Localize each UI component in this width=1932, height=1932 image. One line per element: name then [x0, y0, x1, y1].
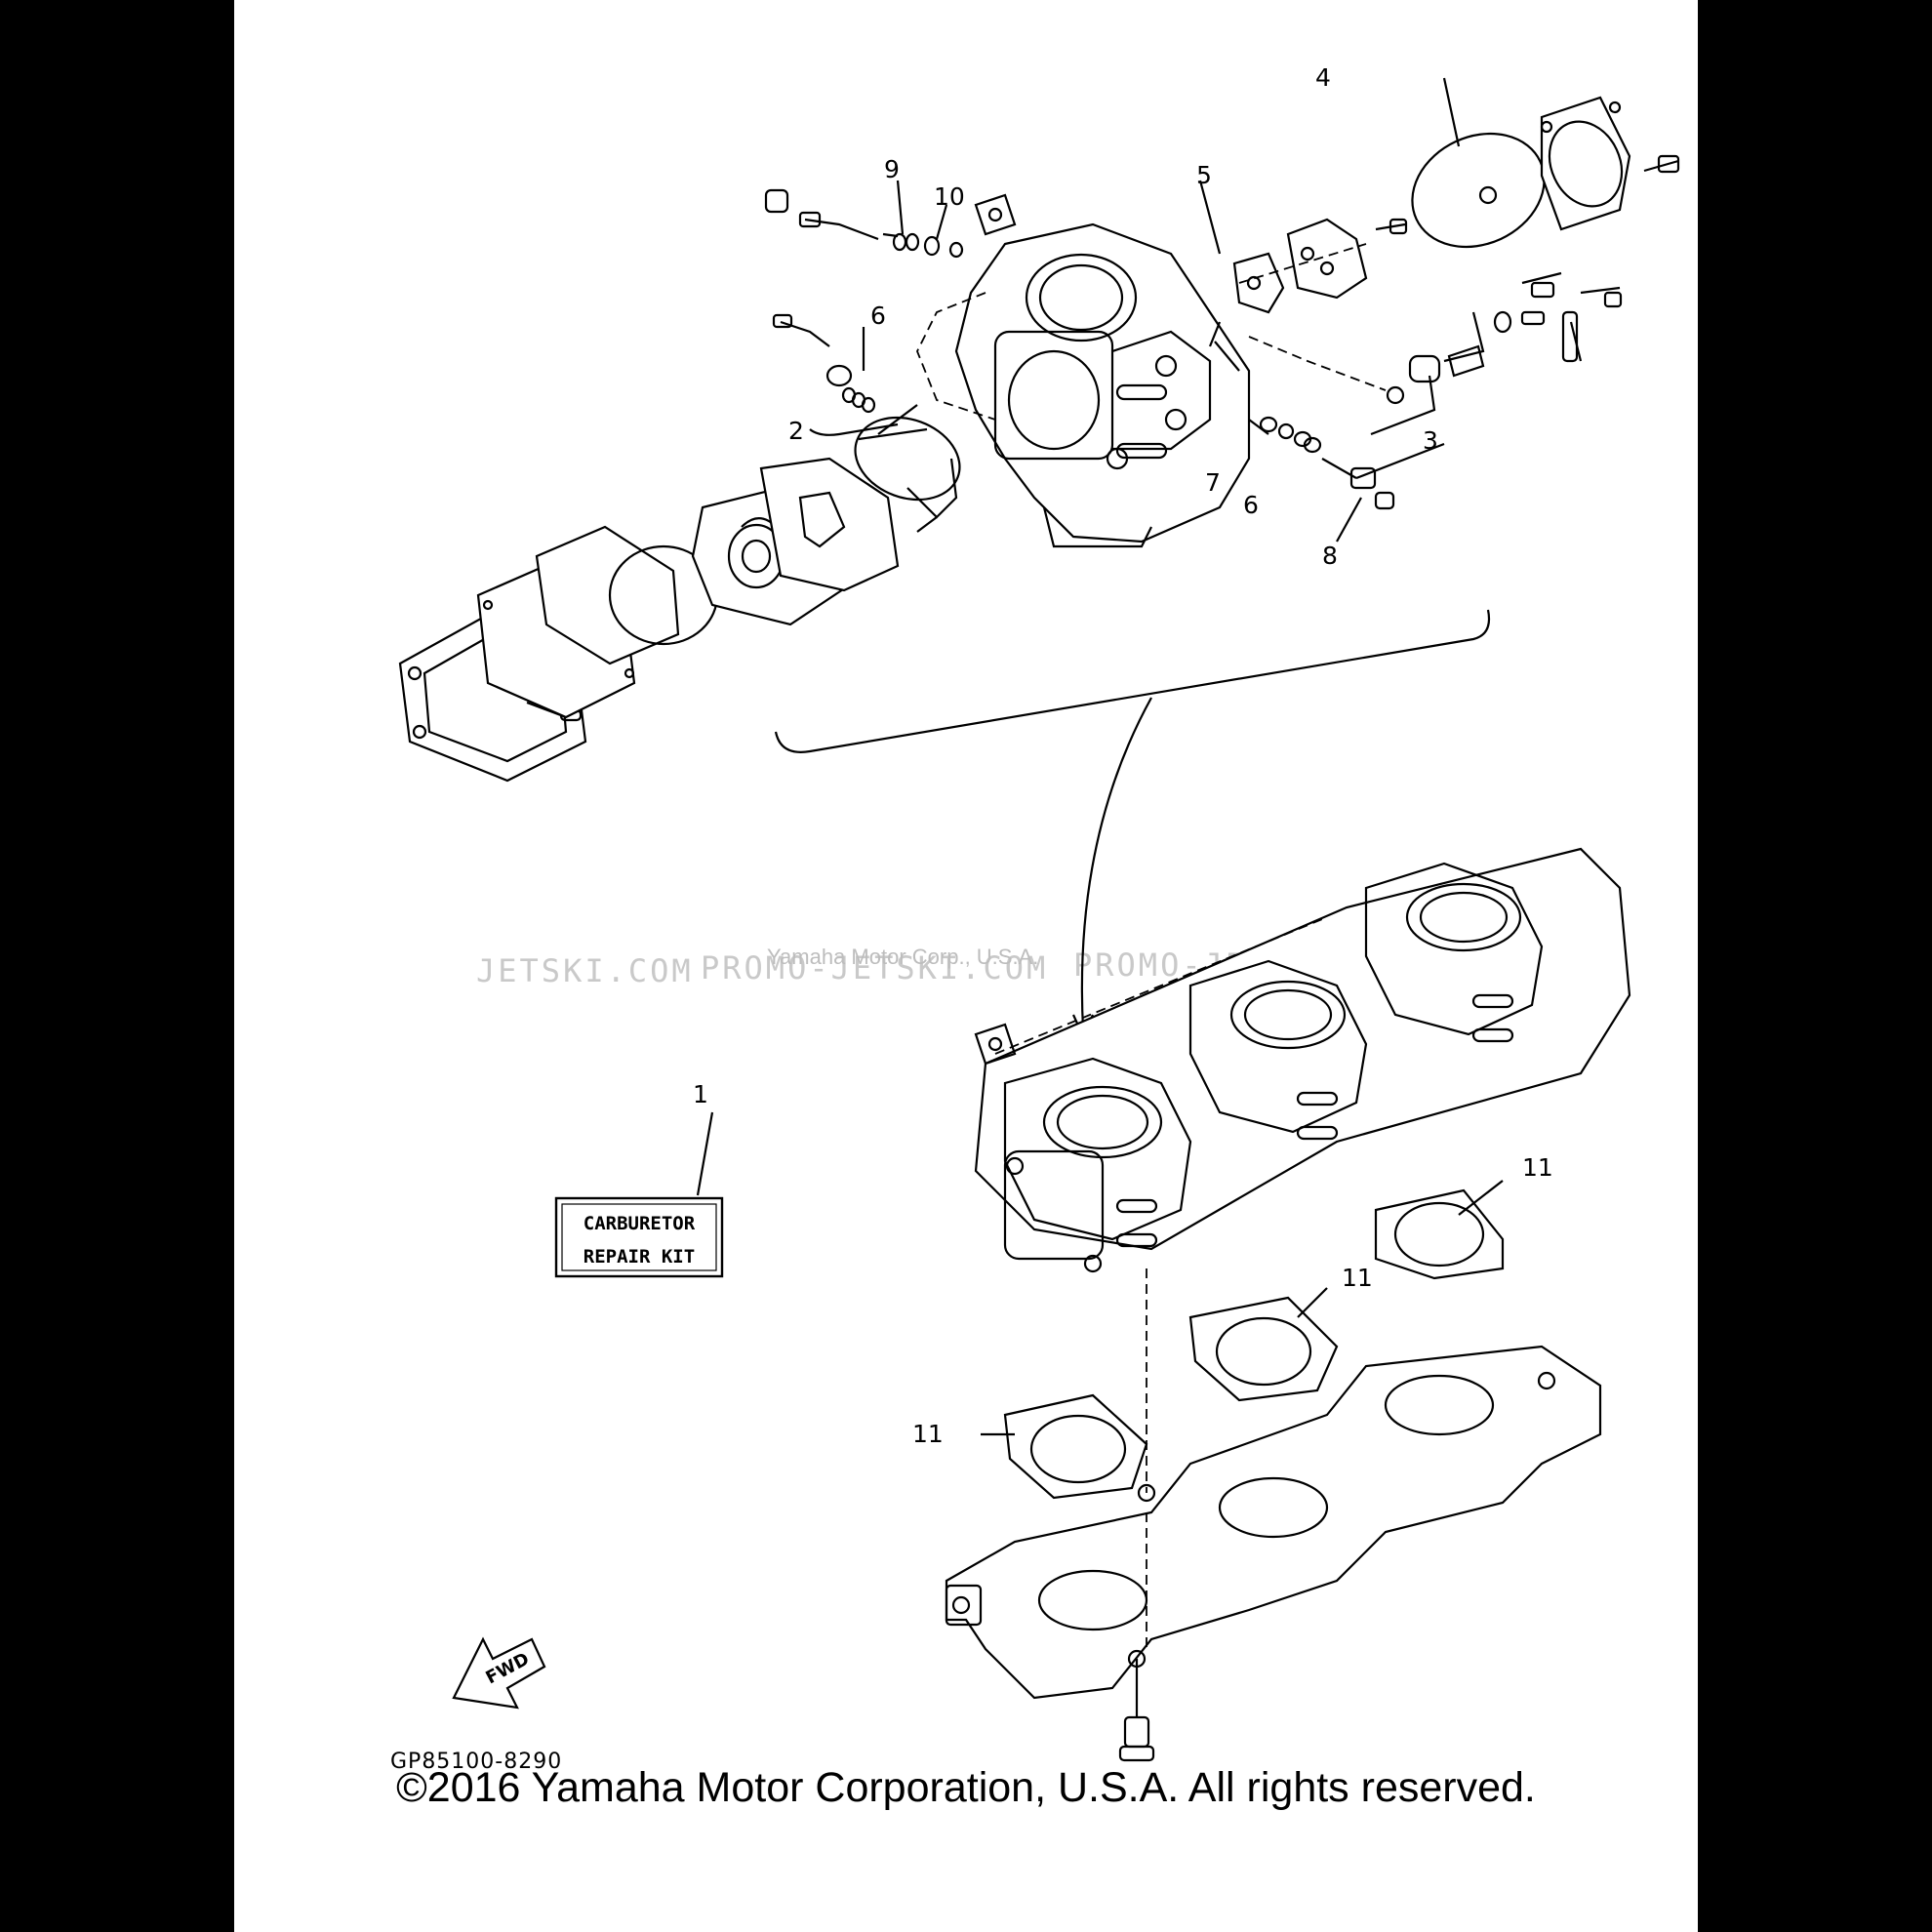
carburetor-body: [916, 193, 1251, 548]
callout-5: 5: [1196, 161, 1212, 189]
callout-6-lower: 6: [1243, 491, 1259, 519]
callout-11-left: 11: [912, 1420, 944, 1448]
part-11-gaskets: [1003, 1188, 1505, 1500]
repair-kit-label: CARBURETOR REPAIR KIT: [554, 1196, 724, 1278]
intake-manifold: [945, 1268, 1602, 1762]
callout-2: 2: [788, 417, 804, 445]
callout-3: 3: [1423, 426, 1438, 455]
exploded-parts-diagram: JETSKI.COM PROMO-JETSKI.COM PROMO-JETSKI…: [390, 63, 1680, 1774]
copyright-notice: ©2016 Yamaha Motor Corporation, U.S.A. A…: [396, 1764, 1536, 1811]
carb-unit-1: [1003, 1057, 1192, 1273]
callout-8: 8: [1322, 542, 1338, 570]
callout-11-middle: 11: [1342, 1264, 1373, 1292]
callout-1: 1: [693, 1080, 708, 1108]
repair-kit-line2: REPAIR KIT: [584, 1246, 695, 1268]
callout-4: 4: [1315, 63, 1331, 92]
carburetor-assembly-bank: [974, 847, 1631, 1273]
watermark-center: PROMO-JETSKI.COM: [701, 949, 1048, 986]
callout-6-upper: 6: [870, 302, 886, 330]
left-adjust-screws: [764, 188, 964, 435]
watermark-left: JETSKI.COM: [476, 952, 694, 989]
diagram-sheet: JETSKI.COM PROMO-JETSKI.COM PROMO-JETSKI…: [234, 0, 1698, 1932]
part-2-diaphragm: [854, 416, 961, 533]
pump-cover-stack: [398, 457, 900, 783]
leader-lines: [696, 77, 1504, 1436]
carb-unit-3: [1364, 862, 1544, 1043]
callout-9: 9: [884, 155, 900, 183]
carb-unit-2: [1188, 959, 1368, 1141]
right-side-parts: [1232, 96, 1680, 510]
repair-kit-line1: CARBURETOR: [584, 1213, 696, 1234]
callout-10: 10: [934, 182, 965, 211]
diagram-code: GP85100-8290: [390, 1750, 562, 1774]
fwd-arrow: FWD: [452, 1636, 546, 1710]
callout-numbers: 1 2 3 4 5 6 6 7 8 9 10 11 11 11: [693, 63, 1553, 1448]
callout-7: 7: [1205, 468, 1221, 497]
watermark-overlay: Yamaha Motor Corp., U.S.A.: [767, 945, 1038, 969]
single-carburetor-exploded: [398, 96, 1680, 783]
callout-11-right: 11: [1522, 1153, 1553, 1182]
